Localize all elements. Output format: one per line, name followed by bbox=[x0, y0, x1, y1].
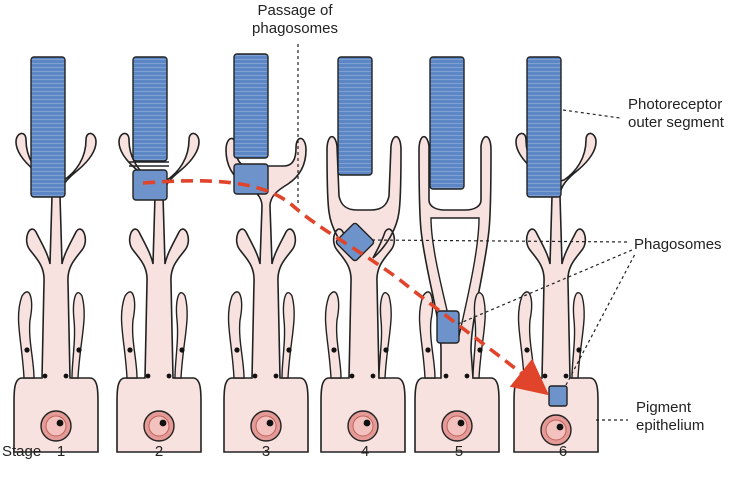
pigment-epithelium-label: Pigment epithelium bbox=[636, 399, 704, 435]
nucleus-inner bbox=[545, 419, 567, 441]
pigment-label-line-2: epithelium bbox=[636, 417, 705, 434]
pigment-granule bbox=[370, 373, 376, 379]
phagosome-passage-arrow bbox=[142, 179, 550, 396]
photoreceptor-outer-segment bbox=[132, 56, 168, 162]
pigment-granule bbox=[24, 347, 30, 353]
microvilli bbox=[324, 291, 392, 379]
pigment-granule bbox=[425, 347, 431, 353]
phagosomes-leader-3 bbox=[565, 253, 636, 386]
microvilli bbox=[227, 291, 295, 379]
pigment-granule bbox=[524, 347, 530, 353]
outer-segment-label-line-2: outer segment bbox=[628, 114, 724, 131]
stage-number-1: 1 bbox=[56, 443, 66, 460]
membrane-fold bbox=[129, 161, 169, 167]
stage-number-4: 4 bbox=[360, 443, 370, 460]
stage-label: Stage bbox=[2, 443, 42, 460]
photoreceptor-outer-segment bbox=[429, 56, 465, 190]
pigment-granule bbox=[179, 347, 185, 353]
passage-label-line-1: Passage of bbox=[257, 2, 333, 19]
pigment-granule bbox=[286, 347, 292, 353]
pigment-granule bbox=[464, 373, 470, 379]
pigment-cell-body bbox=[116, 132, 202, 453]
stage-number-2: 2 bbox=[154, 443, 164, 460]
nucleolus bbox=[266, 419, 274, 427]
stage-1-cell bbox=[13, 56, 99, 453]
pigment-label-line-1: Pigment bbox=[636, 399, 692, 416]
nucleus-inner bbox=[352, 415, 374, 437]
photoreceptor-outer-segment bbox=[30, 56, 66, 198]
stage-number-6: 6 bbox=[558, 443, 568, 460]
phagosomes-label: Phagosomes bbox=[634, 236, 722, 253]
nucleolus bbox=[457, 419, 465, 427]
pigment-granule bbox=[252, 373, 258, 379]
pigment-granule bbox=[76, 347, 82, 353]
stage-3-cell bbox=[223, 53, 309, 453]
microvilli bbox=[120, 291, 188, 379]
photoreceptor-outer-segment bbox=[337, 56, 373, 176]
outer-segment-leader bbox=[562, 109, 621, 119]
pigment-granule bbox=[349, 373, 355, 379]
phagosome bbox=[335, 222, 375, 262]
photoreceptor-outer-segment bbox=[233, 53, 269, 159]
pigment-granule bbox=[42, 373, 48, 379]
nucleolus bbox=[363, 419, 371, 427]
pigment-cell-body bbox=[223, 137, 309, 453]
pigment-cell-body bbox=[513, 132, 599, 453]
pigment-granule bbox=[331, 347, 337, 353]
microvilli bbox=[517, 291, 585, 379]
photoreceptor-outer-segment bbox=[526, 56, 562, 198]
microvilli bbox=[17, 291, 85, 379]
nucleus-inner bbox=[255, 415, 277, 437]
nucleolus bbox=[56, 419, 64, 427]
pigment-granule bbox=[477, 347, 483, 353]
nucleus-inner bbox=[446, 415, 468, 437]
passage-label-line-2: phagosomes bbox=[252, 20, 338, 37]
phagosomes-leader-1 bbox=[371, 239, 629, 243]
outer-segment-label-line-1: Photoreceptor bbox=[628, 96, 723, 113]
nucleolus bbox=[159, 419, 167, 427]
pigment-granule bbox=[383, 347, 389, 353]
pigment-granule bbox=[563, 373, 569, 379]
pigment-granule bbox=[443, 373, 449, 379]
stage-5-cell bbox=[414, 56, 500, 453]
pigment-granule bbox=[542, 373, 548, 379]
pigment-granule bbox=[127, 347, 133, 353]
phagosomes-leader-2 bbox=[457, 249, 633, 325]
nucleus-inner bbox=[45, 415, 67, 437]
phagosome bbox=[132, 169, 168, 201]
pigment-cell-body bbox=[13, 132, 99, 453]
passage-of-phagosomes-label: Passage of phagosomes bbox=[236, 2, 354, 38]
pigment-granule bbox=[576, 347, 582, 353]
stage-number-5: 5 bbox=[454, 443, 464, 460]
stage-6-cell bbox=[513, 56, 599, 453]
phagosome bbox=[548, 385, 568, 407]
pigment-granule bbox=[273, 373, 279, 379]
pigment-granule bbox=[166, 373, 172, 379]
stage-4-cell bbox=[320, 56, 406, 453]
leader-lines bbox=[297, 44, 636, 421]
stage-2-cell bbox=[116, 56, 202, 453]
stage-number-3: 3 bbox=[261, 443, 271, 460]
pigment-granule bbox=[63, 373, 69, 379]
nucleolus bbox=[556, 423, 564, 431]
nucleus-inner bbox=[148, 415, 170, 437]
pigment-granule bbox=[234, 347, 240, 353]
photoreceptor-outer-segment-label: Photoreceptor outer segment bbox=[628, 96, 724, 132]
pigment-granule bbox=[145, 373, 151, 379]
